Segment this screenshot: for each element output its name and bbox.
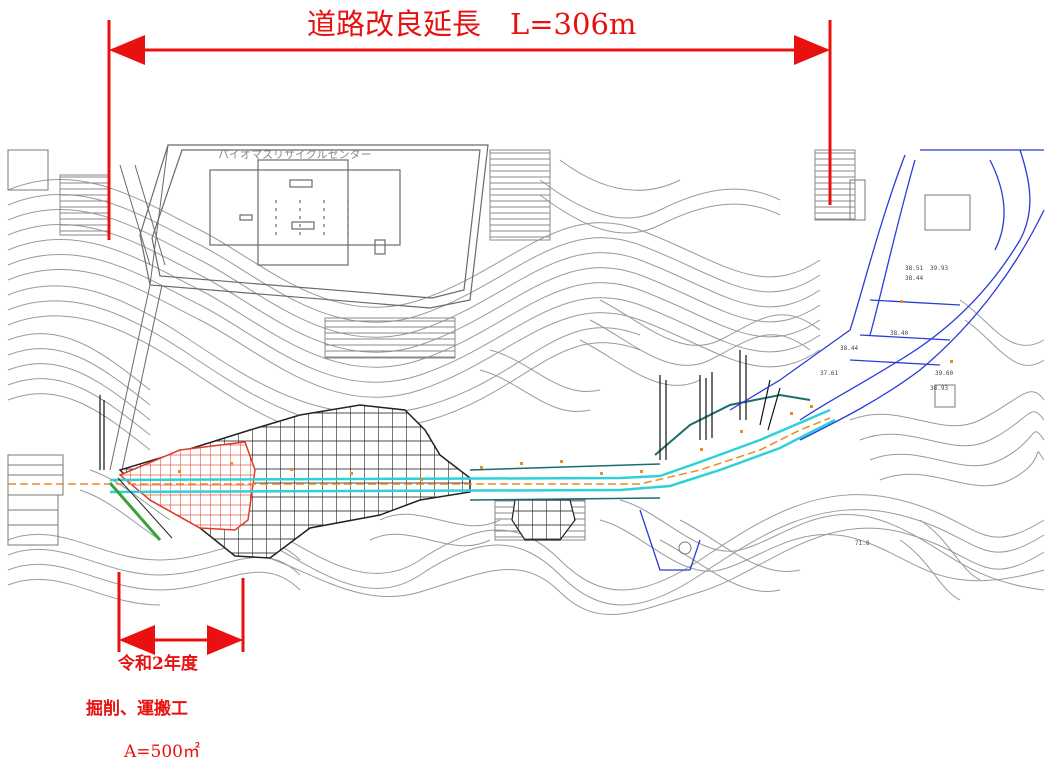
- annotation-area: A=500㎡: [123, 742, 200, 762]
- excavation-dimension: 令和2年度 掘削、運搬工 A=500㎡: [86, 572, 245, 762]
- slope-steps-1: [59, 174, 111, 236]
- elevation-label: 37.61: [820, 370, 838, 377]
- survey-markers: [178, 300, 953, 481]
- annotation-year: 令和2年度: [118, 653, 199, 674]
- elevation-label: 38.40: [890, 330, 908, 337]
- elevation-label: 38.93: [930, 385, 948, 392]
- excavation-area: [118, 441, 256, 531]
- elevation-label: 38.44: [840, 345, 858, 352]
- elevation-labels: 71.8 38.51 38.44 39.93 38.40 37.61 38.44…: [820, 265, 953, 547]
- road-length-dimension: 道路改良延長 L=306m: [107, 3, 832, 240]
- road-length-title: 道路改良延長 L=306m: [307, 7, 636, 41]
- elevation-label: 38.51: [905, 265, 923, 272]
- slope-steps-3: [489, 149, 551, 241]
- annotation-work: 掘削、運搬工: [86, 698, 188, 719]
- elevation-label: 71.8: [855, 540, 870, 547]
- access-road: [109, 144, 169, 471]
- elevation-label: 39.93: [930, 265, 948, 272]
- road-alignment: [8, 393, 836, 541]
- right-buildings: [678, 179, 971, 555]
- slope-steps-2: [324, 317, 456, 359]
- elevation-label: 39.60: [935, 370, 953, 377]
- elevation-label: 38.44: [905, 275, 923, 282]
- slope-steps-4: [814, 149, 856, 221]
- map-drawing-area: パイオマスリサイクルセンター: [7, 144, 1045, 615]
- left-buildings: [7, 149, 64, 546]
- facility-building: [139, 144, 489, 309]
- facility-label: パイオマスリサイクルセンター: [218, 148, 371, 161]
- property-boundary: [639, 149, 1045, 571]
- lower-cut-area: [511, 499, 576, 541]
- survey-ticks: [99, 350, 781, 470]
- contour-lines: [7, 159, 1045, 615]
